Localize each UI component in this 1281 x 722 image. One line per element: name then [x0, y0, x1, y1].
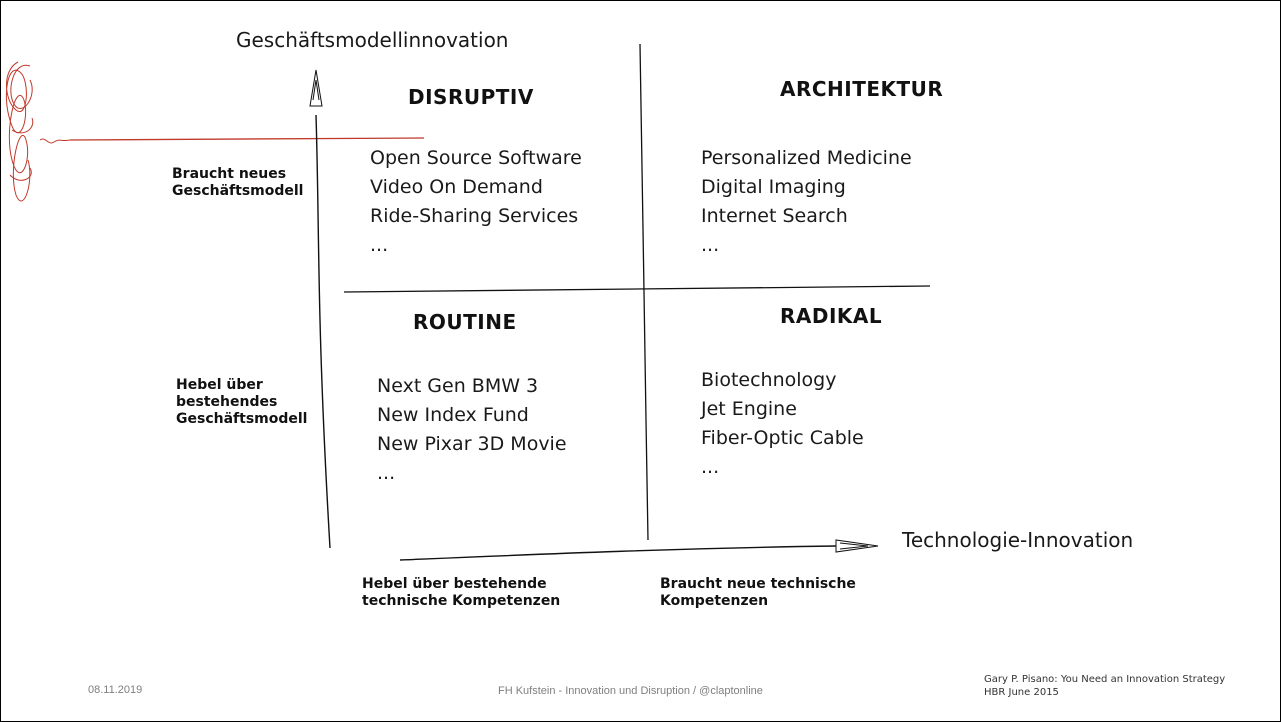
- source-citation: Gary P. Pisano: You Need an Innovation S…: [984, 674, 1226, 698]
- quadrant-title-disruptiv: DISRUPTIV: [408, 85, 534, 109]
- quadrant-items-disruptiv: Open Source Software Video On Demand Rid…: [370, 144, 582, 260]
- quadrant-title-architektur: ARCHITEKTUR: [780, 77, 944, 101]
- scribble-logo: [5, 61, 425, 202]
- y-axis-title: Geschäftsmodellinnovation: [236, 28, 509, 52]
- list-item: New Pixar 3D Movie: [377, 433, 567, 455]
- y-axis-arrowhead: [309, 69, 323, 107]
- x-axis-title: Technologie-Innovation: [902, 528, 1134, 552]
- list-item: ...: [377, 462, 396, 484]
- quadrant-title-routine: ROUTINE: [413, 310, 517, 334]
- list-item: ...: [701, 234, 720, 256]
- y-label-bottom: Hebel über bestehendes Geschäftsmodell: [176, 377, 308, 427]
- list-item: Ride-Sharing Services: [370, 205, 579, 227]
- list-item: New Index Fund: [377, 404, 529, 426]
- x-label-left: Hebel über bestehende technische Kompete…: [362, 576, 561, 609]
- list-item: Biotechnology: [701, 369, 837, 391]
- list-item: Fiber-Optic Cable: [701, 427, 864, 449]
- footer-date: 08.11.2019: [88, 684, 143, 696]
- quadrant-title-radikal: RADIKAL: [780, 304, 883, 328]
- y-axis-line: [315, 114, 331, 549]
- x-axis-line: [399, 545, 837, 561]
- quadrant-divider-vertical: [639, 43, 649, 541]
- quadrant-divider-horizontal: [343, 285, 931, 293]
- list-item: Next Gen BMW 3: [377, 375, 539, 397]
- list-item: Internet Search: [701, 205, 848, 227]
- x-axis-arrowhead: [835, 539, 879, 553]
- list-item: ...: [701, 456, 720, 478]
- footer-center: FH Kufstein - Innovation und Disruption …: [498, 685, 763, 697]
- list-item: ...: [370, 234, 389, 256]
- list-item: Personalized Medicine: [701, 147, 912, 169]
- quadrant-items-architektur: Personalized Medicine Digital Imaging In…: [701, 144, 912, 260]
- list-item: Video On Demand: [370, 176, 543, 198]
- list-item: Jet Engine: [701, 398, 797, 420]
- quadrant-items-radikal: Biotechnology Jet Engine Fiber-Optic Cab…: [701, 366, 864, 482]
- y-label-top: Braucht neues Geschäftsmodell: [172, 166, 304, 199]
- list-item: Open Source Software: [370, 147, 582, 169]
- list-item: Digital Imaging: [701, 176, 846, 198]
- quadrant-items-routine: Next Gen BMW 3 New Index Fund New Pixar …: [377, 372, 567, 488]
- x-label-right: Braucht neue technische Kompetenzen: [660, 576, 856, 609]
